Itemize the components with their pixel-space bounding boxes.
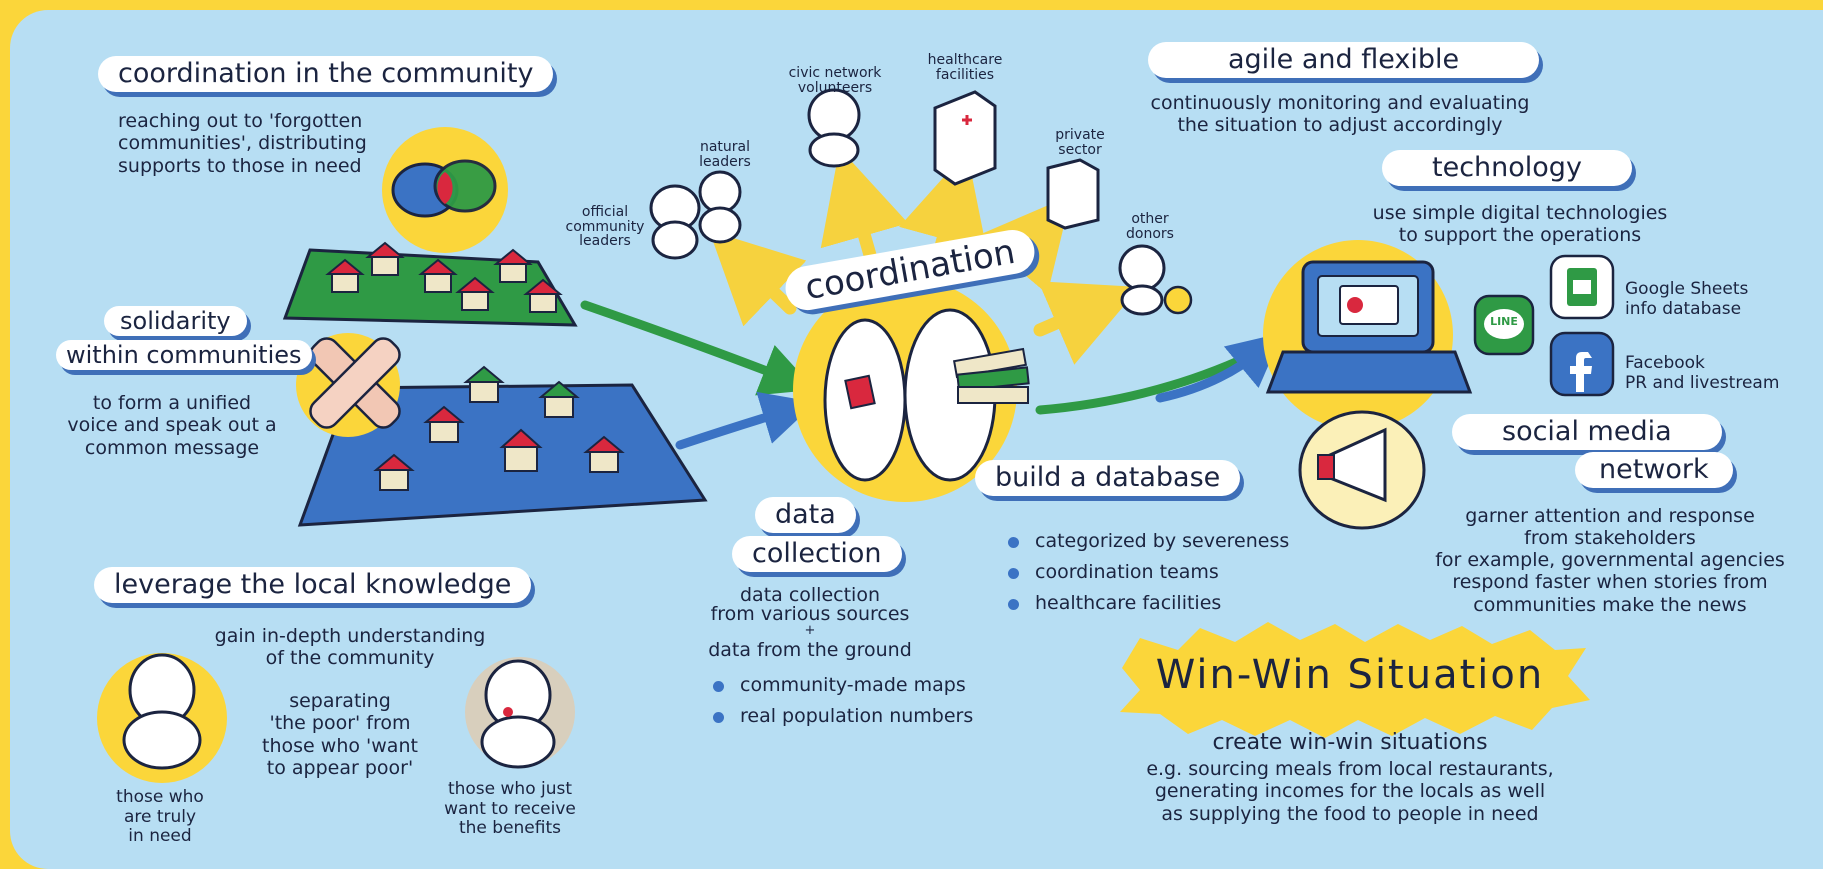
healthcare-label: healthcare facilities — [927, 52, 1003, 83]
list-item: categorized by severeness — [1005, 526, 1289, 557]
benefit-seeker-person-icon — [465, 657, 575, 769]
data-collection-desc: data collection from various sources + d… — [708, 584, 912, 661]
win-win-desc: e.g. sourcing meals from local restauran… — [1146, 758, 1554, 825]
civic-volunteers-label: civic network volunteers — [788, 65, 882, 96]
data-collection-title-line2: collection — [732, 536, 902, 573]
speech-bubbles-icon — [382, 127, 508, 253]
database-title: build a database — [975, 460, 1241, 497]
megaphone-icon — [1298, 410, 1426, 530]
hospital-building-icon — [933, 90, 997, 186]
want-benefits-label: those who just want to receive the benef… — [444, 779, 576, 839]
official-leaders-label: official community leaders — [565, 204, 645, 250]
line-app-icon — [1473, 294, 1535, 356]
blue-community-land — [297, 365, 708, 527]
agile-title: agile and flexible — [1148, 42, 1540, 79]
joined-hands-icon — [296, 333, 401, 437]
truly-in-need-label: those who are truly in need — [116, 787, 204, 847]
solidarity-title-line2: within communities — [56, 340, 312, 370]
coordination-in-community-desc: reaching out to 'forgotten communities',… — [118, 110, 367, 177]
data-collection-title-line1: data — [755, 497, 856, 534]
local-knowledge-title: leverage the local knowledge — [94, 567, 532, 604]
social-media-title-line1: social media — [1452, 414, 1722, 451]
coordination-in-community-title: coordination in the community — [98, 56, 554, 93]
office-building-icon — [1046, 158, 1100, 230]
social-media-title-line2: network — [1575, 452, 1733, 489]
coordination-hub-icon — [793, 278, 1030, 502]
local-knowledge-desc: gain in-depth understanding of the commu… — [214, 625, 486, 670]
solidarity-desc: to form a unified voice and speak out a … — [67, 392, 277, 459]
win-win-badge — [1120, 622, 1590, 738]
green-arrow — [580, 300, 816, 396]
technology-title: technology — [1382, 150, 1632, 187]
green-community-land — [282, 241, 578, 327]
donor-icon — [1118, 244, 1166, 316]
community-leaders-icon — [649, 170, 742, 260]
list-item: healthcare facilities — [1005, 588, 1289, 619]
line-logo-text: LINE — [1490, 315, 1518, 328]
laptop-icon — [1263, 240, 1473, 430]
google-sheets-label: Google Sheets info database — [1625, 279, 1749, 319]
blue-arrow-right — [1155, 332, 1283, 403]
social-media-example: for example, governmental agencies respo… — [1435, 549, 1785, 616]
win-win-badge-text: Win-Win Situation — [1155, 652, 1545, 698]
data-collection-list: community-made maps real population numb… — [710, 670, 973, 732]
social-media-desc: garner attention and response from stake… — [1465, 505, 1755, 550]
green-blue-arrow — [1035, 345, 1267, 415]
database-list: categorized by severeness coordination t… — [1005, 526, 1289, 619]
win-win-title: create win-win situations — [1212, 730, 1488, 755]
money-bag-icon — [1163, 285, 1193, 315]
truly-in-need-person-icon — [97, 653, 227, 783]
volunteer-icon — [807, 88, 861, 168]
facebook-label: Facebook PR and livestream — [1625, 353, 1780, 393]
list-item: community-made maps — [710, 670, 973, 701]
list-item: coordination teams — [1005, 557, 1289, 588]
medical-cross-icon — [962, 115, 972, 125]
other-donors-label: other donors — [1126, 211, 1174, 242]
blue-arrow — [675, 391, 816, 450]
separating-text: separating 'the poor' from those who 'wa… — [262, 690, 418, 780]
technology-desc: use simple digital technologies to suppo… — [1372, 202, 1668, 247]
google-sheets-icon — [1549, 254, 1615, 320]
solidarity-title-line1: solidarity — [104, 306, 247, 336]
natural-leaders-label: natural leaders — [699, 139, 751, 170]
list-item: real population numbers — [710, 701, 973, 732]
private-sector-label: private sector — [1055, 127, 1105, 158]
facebook-icon — [1549, 331, 1615, 397]
agile-desc: continuously monitoring and evaluating t… — [1150, 92, 1530, 137]
